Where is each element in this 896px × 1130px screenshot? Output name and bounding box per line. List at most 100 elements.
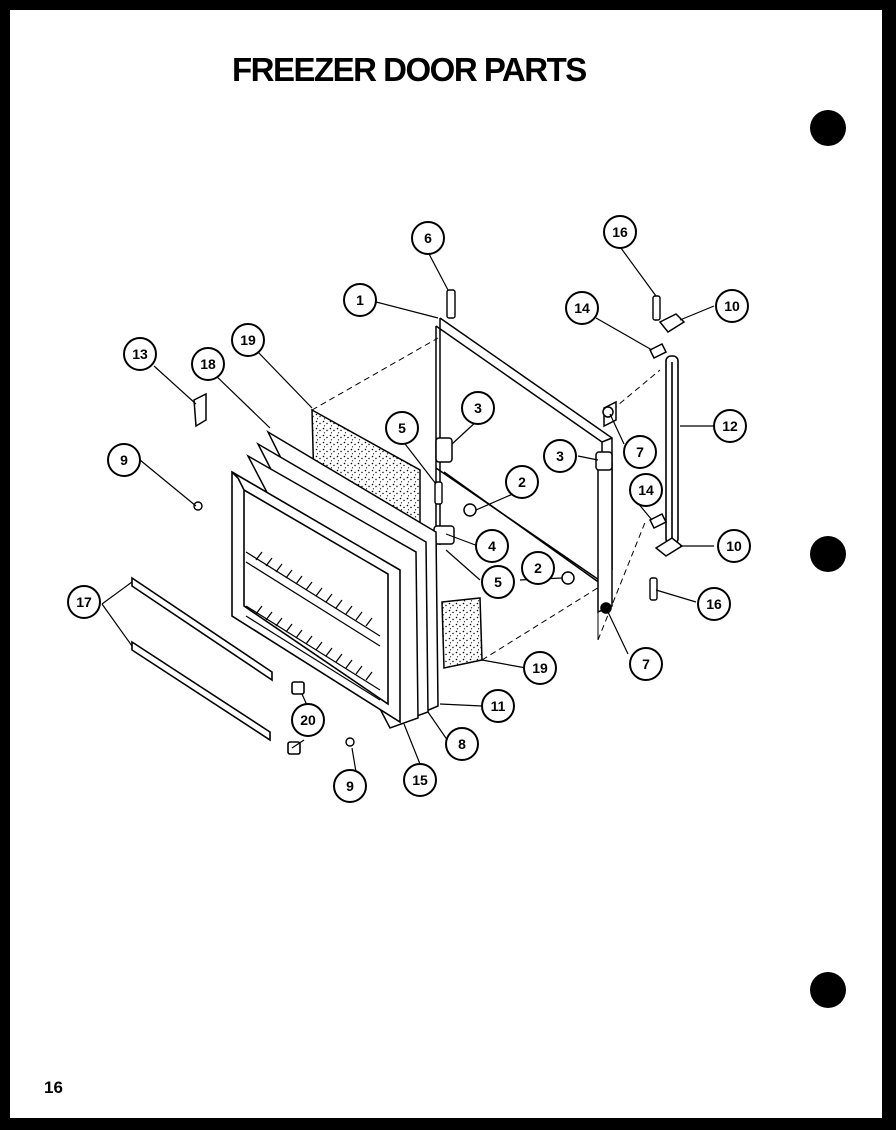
parts-sheet <box>10 10 882 1118</box>
callout-label: 9 <box>120 452 128 468</box>
trim-strips <box>131 576 305 755</box>
callout-circle <box>333 769 367 803</box>
callout-c9a: 9 <box>107 443 141 477</box>
callout-c19a: 19 <box>231 323 265 357</box>
callout-c5b: 5 <box>481 565 515 599</box>
callout-c7b: 7 <box>629 647 663 681</box>
callout-c6: 6 <box>411 221 445 255</box>
callout-c2b: 2 <box>521 551 555 585</box>
callout-c4: 4 <box>475 529 509 563</box>
screws <box>193 289 661 747</box>
callout-circle <box>543 439 577 473</box>
handle-brackets <box>648 313 686 557</box>
callout-circle <box>713 409 747 443</box>
callout-c10a: 10 <box>715 289 749 323</box>
callout-c1: 1 <box>343 283 377 317</box>
callout-circle <box>717 529 751 563</box>
insulation-panel-bottom <box>441 597 483 669</box>
callout-circle <box>629 473 663 507</box>
callout-label: 20 <box>300 712 316 728</box>
callout-c2a: 2 <box>505 465 539 499</box>
callout-circle <box>411 221 445 255</box>
callout-c3a: 3 <box>461 391 495 425</box>
callout-c17: 17 <box>67 585 101 619</box>
callout-label: 11 <box>491 698 506 714</box>
door-handle <box>665 355 679 545</box>
callout-label: 12 <box>722 418 738 434</box>
callout-label: 10 <box>726 538 742 554</box>
callout-label: 2 <box>518 474 526 490</box>
callout-circle <box>521 551 555 585</box>
callout-c14a: 14 <box>565 291 599 325</box>
callout-label: 5 <box>494 574 502 590</box>
callout-label: 18 <box>200 356 216 372</box>
callout-label: 7 <box>642 656 650 672</box>
callout-circle <box>461 391 495 425</box>
callout-label: 7 <box>636 444 644 460</box>
callout-c15: 15 <box>403 763 437 797</box>
callout-c18: 18 <box>191 347 225 381</box>
callout-circle <box>481 689 515 723</box>
callout-label: 2 <box>534 560 542 576</box>
callout-circle <box>445 727 479 761</box>
callout-label: 4 <box>488 538 496 554</box>
callout-circle <box>107 443 141 477</box>
callout-label: 15 <box>412 772 428 788</box>
callout-label: 10 <box>724 298 740 314</box>
callout-c9b: 9 <box>333 769 367 803</box>
callout-circle <box>385 411 419 445</box>
callout-c16b: 16 <box>697 587 731 621</box>
callout-label: 5 <box>398 420 406 436</box>
callout-c16a: 16 <box>603 215 637 249</box>
callout-label: 16 <box>706 596 722 612</box>
callout-label: 6 <box>424 230 432 246</box>
callout-c8: 8 <box>445 727 479 761</box>
binder-hole-top <box>810 110 846 146</box>
callout-c19b: 19 <box>523 651 557 685</box>
callout-c13: 13 <box>123 337 157 371</box>
binder-hole-bottom <box>810 972 846 1008</box>
callout-c3b: 3 <box>543 439 577 473</box>
callout-label: 19 <box>240 332 256 348</box>
callout-circle <box>67 585 101 619</box>
callout-circle <box>603 215 637 249</box>
callout-circle <box>481 565 515 599</box>
callout-circle <box>629 647 663 681</box>
callout-label: 14 <box>638 482 654 498</box>
callout-c12: 12 <box>713 409 747 443</box>
callout-circle <box>523 651 557 685</box>
callout-circle <box>191 347 225 381</box>
callout-label: 14 <box>574 300 590 316</box>
callout-label: 3 <box>556 448 564 464</box>
callout-circle <box>231 323 265 357</box>
callout-label: 9 <box>346 778 354 794</box>
callout-label: 13 <box>132 346 148 362</box>
callout-c7a: 7 <box>623 435 657 469</box>
page-number: 16 <box>44 1078 63 1097</box>
callout-circle <box>623 435 657 469</box>
callout-circle <box>697 587 731 621</box>
liner-shelves <box>245 551 381 701</box>
callout-label: 3 <box>474 400 482 416</box>
callout-circle <box>291 703 325 737</box>
callout-circle <box>403 763 437 797</box>
callout-circle <box>123 337 157 371</box>
callout-c11: 11 <box>481 689 515 723</box>
callout-c14b: 14 <box>629 473 663 507</box>
callout-label: 16 <box>612 224 628 240</box>
callout-circle <box>565 291 599 325</box>
callout-label: 8 <box>458 736 466 752</box>
callout-circle <box>715 289 749 323</box>
bracket <box>193 392 207 428</box>
door-liner <box>231 470 401 724</box>
callout-label: 17 <box>76 594 92 610</box>
binder-hole-middle <box>810 536 846 572</box>
diagram-title: FREEZER DOOR PARTS <box>232 51 587 88</box>
callout-circle <box>505 465 539 499</box>
callout-c20: 20 <box>291 703 325 737</box>
hinge-side-strip <box>597 400 617 614</box>
callout-circle <box>475 529 509 563</box>
hinge-parts <box>433 406 614 614</box>
callout-circle <box>343 283 377 317</box>
